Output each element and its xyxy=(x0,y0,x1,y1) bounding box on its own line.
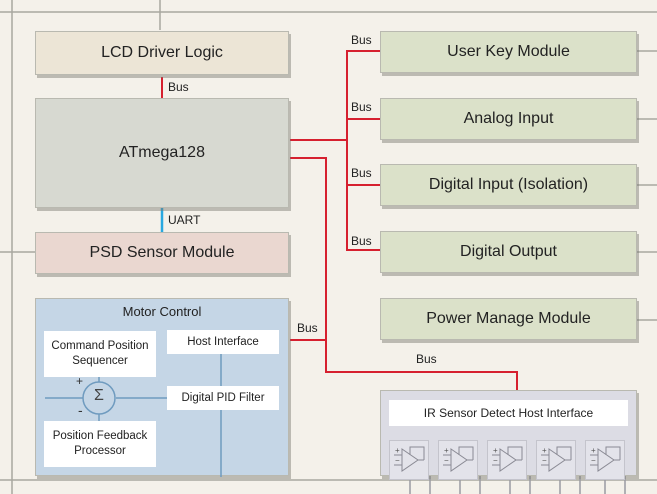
analog-input-block: Analog Input xyxy=(380,98,637,140)
sigma-icon: Σ xyxy=(94,387,104,404)
lcd-driver-logic-label: LCD Driver Logic xyxy=(101,44,223,61)
op-amp-minus: − xyxy=(591,456,596,465)
digital-output-label: Digital Output xyxy=(460,243,557,260)
atmega128-label: ATmega128 xyxy=(119,144,205,161)
op-amp-icon: +− xyxy=(438,440,478,480)
bus-label-analog: Bus xyxy=(351,100,372,114)
host-interface-label: Host Interface xyxy=(187,335,259,348)
uart-label: UART xyxy=(168,213,201,227)
digital-input-block: Digital Input (Isolation) xyxy=(380,164,637,206)
psd-sensor-block: PSD Sensor Module xyxy=(35,232,289,274)
command-position-sequencer: Command Position Sequencer xyxy=(44,331,156,377)
user-key-module-block: User Key Module xyxy=(380,31,637,73)
user-key-module-label: User Key Module xyxy=(447,43,570,60)
psd-sensor-label: PSD Sensor Module xyxy=(89,244,235,261)
bus-label-motor: Bus xyxy=(297,321,318,335)
host-interface-box: Host Interface xyxy=(167,330,279,354)
op-amp-triangle xyxy=(541,446,572,472)
bus-label-lcd: Bus xyxy=(168,80,189,94)
op-amp-plus: + xyxy=(444,446,449,455)
op-amp-plus: + xyxy=(591,446,596,455)
op-amp-symbol: +− xyxy=(443,446,474,472)
op-amp-triangle xyxy=(492,446,523,472)
bus-line-user-key xyxy=(290,50,380,141)
lcd-driver-logic-block: LCD Driver Logic xyxy=(35,31,289,75)
op-amp-symbol: +− xyxy=(541,446,572,472)
bus-label-user-key: Bus xyxy=(351,33,372,47)
bus-label-ir: Bus xyxy=(416,352,437,366)
summing-junction xyxy=(82,381,116,415)
op-amp-triangle xyxy=(394,446,425,472)
atmega128-block: ATmega128 xyxy=(35,98,289,208)
op-amp-triangle xyxy=(590,446,621,472)
ir-sensor-host-interface: IR Sensor Detect Host Interface xyxy=(389,400,628,426)
motor-control-wires xyxy=(45,354,222,477)
command-position-sequencer-label: Command Position Sequencer xyxy=(51,340,149,367)
op-amp-plus: + xyxy=(542,446,547,455)
op-amp-symbol: +− xyxy=(492,446,523,472)
digital-pid-filter-label: Digital PID Filter xyxy=(181,391,265,404)
digital-output-block: Digital Output xyxy=(380,231,637,273)
motor-control-title: Motor Control xyxy=(122,304,202,319)
ir-sensor-block: IR Sensor Detect Host Interface +−+−+−+−… xyxy=(380,390,637,480)
op-amp-plus: + xyxy=(395,446,400,455)
motor-control-block: Motor Control Σ + - Command Position Seq… xyxy=(35,298,289,477)
bus-label-digital-input: Bus xyxy=(351,166,372,180)
op-amp-minus: − xyxy=(493,456,498,465)
op-amp-triangle xyxy=(443,446,474,472)
position-feedback-processor-label: Position Feedback Processor xyxy=(52,430,148,457)
minus-sign: - xyxy=(78,402,83,418)
analog-input-label: Analog Input xyxy=(463,110,554,127)
op-amp-minus: − xyxy=(444,456,449,465)
power-manage-module-label: Power Manage Module xyxy=(426,310,591,327)
digital-pid-filter: Digital PID Filter xyxy=(167,386,279,410)
op-amp-symbol: +− xyxy=(590,446,621,472)
position-feedback-processor: Position Feedback Processor xyxy=(44,421,156,467)
plus-sign: + xyxy=(76,374,84,388)
op-amp-minus: − xyxy=(542,456,547,465)
op-amp-plus: + xyxy=(493,446,498,455)
op-amp-minus: − xyxy=(395,456,400,465)
bus-label-digital-output: Bus xyxy=(351,234,372,248)
op-amp-icon: +− xyxy=(487,440,527,480)
op-amp-icon: +− xyxy=(585,440,625,480)
op-amp-icon: +− xyxy=(389,440,429,480)
bus-line-ir xyxy=(290,157,518,390)
ir-sensor-title: IR Sensor Detect Host Interface xyxy=(423,405,594,420)
op-amp-icon: +− xyxy=(536,440,576,480)
digital-input-label: Digital Input (Isolation) xyxy=(428,176,589,193)
power-manage-module-block: Power Manage Module xyxy=(380,298,637,340)
bus-line-digital-output xyxy=(346,140,380,251)
op-amp-symbol: +− xyxy=(394,446,425,472)
